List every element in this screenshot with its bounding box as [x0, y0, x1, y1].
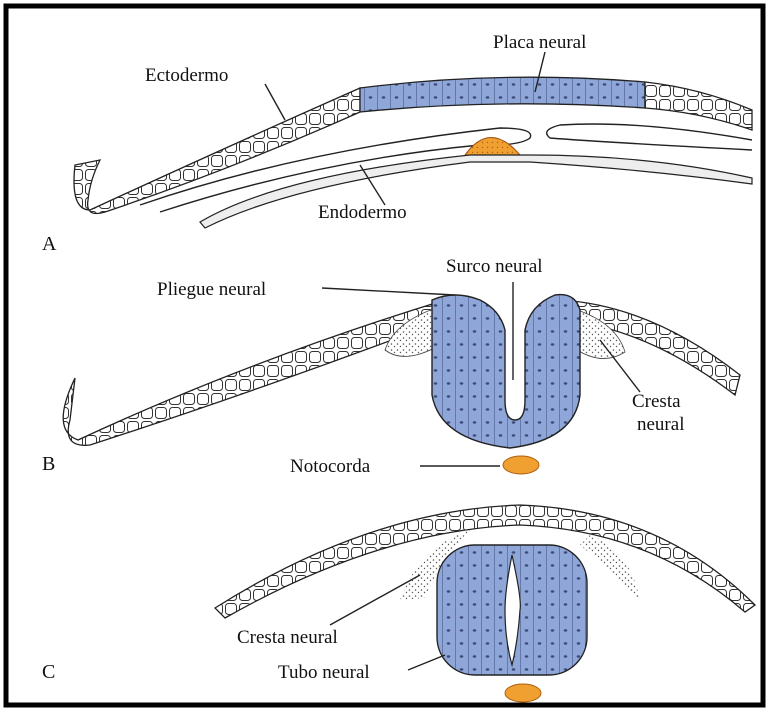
label-ectoderm: Ectodermo	[145, 65, 228, 86]
label-neural-plate: Placa neural	[493, 32, 586, 53]
label-neural-crest-b-1: Cresta	[632, 391, 681, 412]
outer-border	[6, 6, 763, 705]
label-neural-groove: Surco neural	[446, 256, 543, 277]
label-neural-crest-c: Cresta neural	[237, 627, 338, 648]
notochord	[503, 456, 539, 474]
panel-letter-c: C	[42, 661, 55, 683]
label-neural-crest-b-2: neural	[637, 414, 684, 435]
label-neural-tube: Tubo neural	[278, 662, 370, 683]
label-endoderm: Endodermo	[318, 202, 407, 223]
panel-letter-a: A	[42, 233, 57, 255]
panel-letter-b: B	[42, 453, 55, 475]
notochord-c	[505, 684, 541, 702]
label-notochord: Notocorda	[290, 456, 371, 477]
label-neural-fold: Pliegue neural	[157, 279, 266, 300]
